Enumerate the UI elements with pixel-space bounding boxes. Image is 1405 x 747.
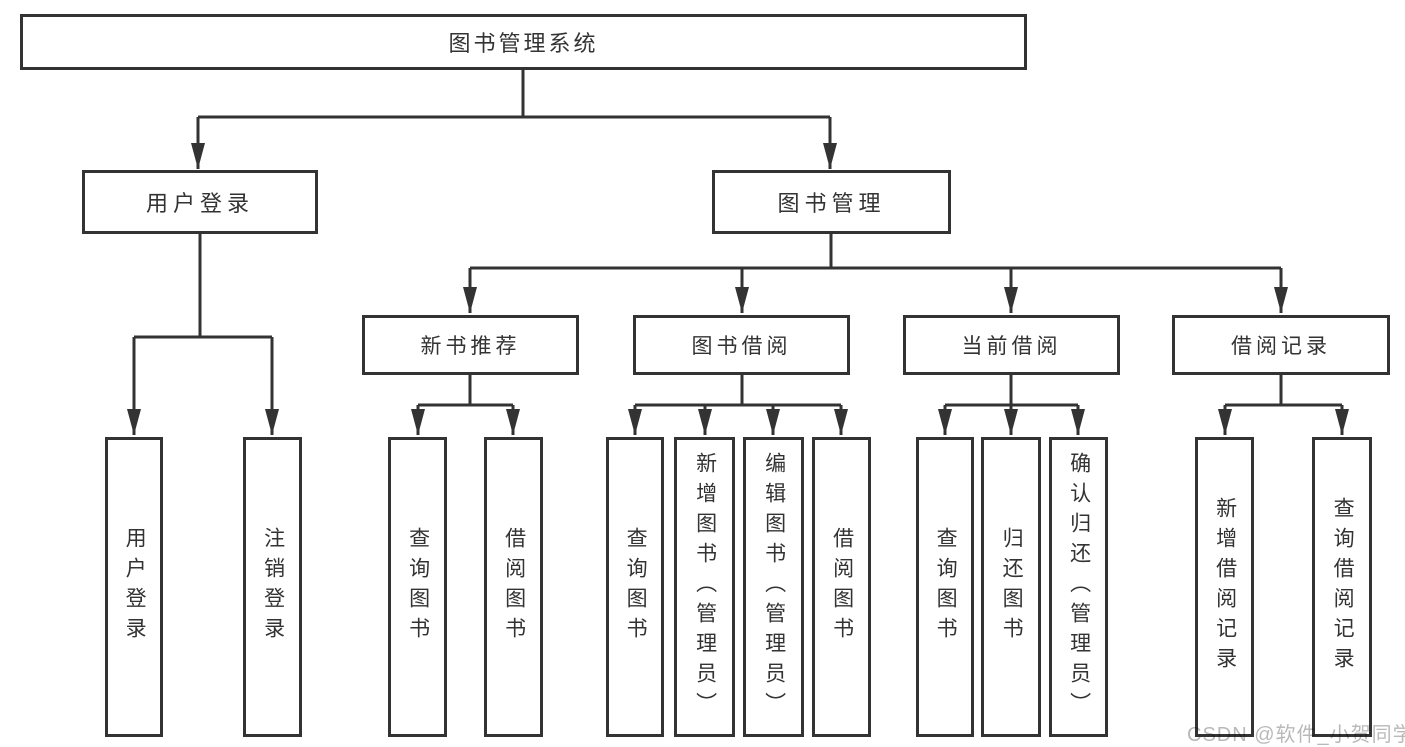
leaf-borrow-books-2: 借阅图书 (812, 437, 871, 737)
node-book-management: 图书管理 (712, 170, 951, 234)
leaf-return-books: 归还图书 (981, 437, 1041, 737)
node-new-book-recommend: 新书推荐 (362, 315, 579, 375)
leaf-add-book-admin: 新增图书（管理员） (674, 437, 735, 737)
csdn-watermark: CSDN @软件_小贺同学 (1187, 724, 1405, 746)
connector-root-split (198, 70, 830, 119)
leaf-logout: 注销登录 (243, 437, 302, 737)
leaf-query-books-2: 查询图书 (606, 437, 664, 737)
connector-book-management-split (470, 234, 1281, 270)
connector-book-borrowing-split (635, 375, 841, 407)
leaf-borrow-books-1: 借阅图书 (484, 437, 543, 737)
leaf-query-borrow-record: 查询借阅记录 (1312, 437, 1372, 737)
connector-current-borrowing-split (945, 375, 1078, 407)
node-book-borrowing: 图书借阅 (633, 315, 850, 375)
node-library-system: 图书管理系统 (20, 14, 1027, 70)
connector-borrowing-records-split (1225, 375, 1342, 407)
leaf-confirm-return-admin: 确认归还（管理员） (1049, 437, 1108, 737)
leaf-add-borrow-record: 新增借阅记录 (1195, 437, 1254, 737)
leaf-user-login: 用户登录 (105, 437, 163, 737)
node-user-login: 用户登录 (82, 170, 318, 234)
leaf-edit-book-admin: 编辑图书（管理员） (743, 437, 804, 737)
connector-new-book-split (418, 375, 513, 407)
connector-user-login-split (134, 234, 272, 339)
leaf-query-books-1: 查询图书 (388, 437, 447, 737)
leaf-query-books-3: 查询图书 (916, 437, 974, 737)
node-borrowing-records: 借阅记录 (1172, 315, 1390, 375)
node-current-borrowing: 当前借阅 (903, 315, 1120, 375)
